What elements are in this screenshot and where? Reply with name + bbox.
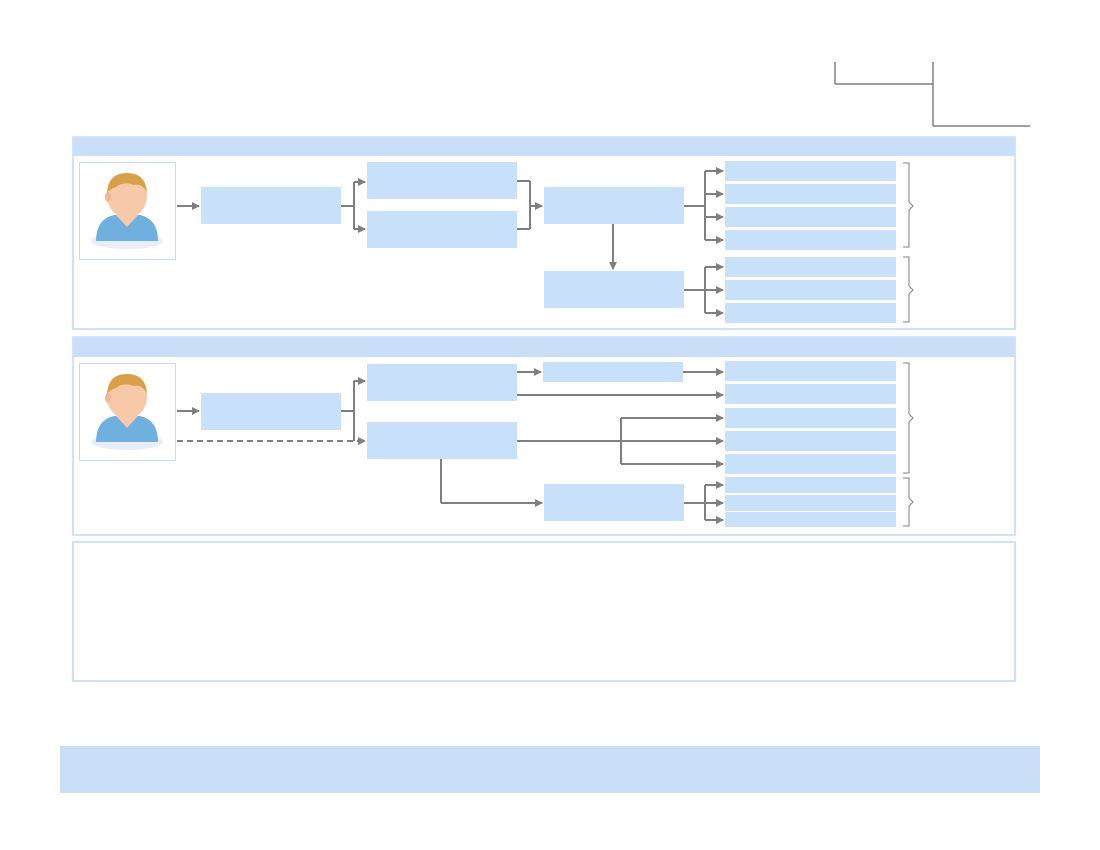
lane2-output-b-1[interactable]	[725, 477, 896, 493]
lane1-output-b-3[interactable]	[725, 303, 896, 323]
lane2-branch-top-box[interactable]	[367, 364, 517, 401]
lane1-merge-box[interactable]	[544, 187, 684, 224]
user-avatar-icon	[91, 374, 163, 450]
lane1-entry-box[interactable]	[201, 187, 341, 224]
lane2-branch-bottom-box[interactable]	[367, 422, 517, 459]
lane1-output-b-2[interactable]	[725, 280, 896, 300]
lane1-output-a-3[interactable]	[725, 207, 896, 227]
lane2-output-b-2[interactable]	[725, 495, 896, 511]
lane1-branch-top-box[interactable]	[367, 162, 517, 199]
lane1-output-a-1[interactable]	[725, 161, 896, 181]
lane1-output-a-4[interactable]	[725, 230, 896, 250]
lane1-branch-bottom-box[interactable]	[367, 211, 517, 248]
lane1-sub-box[interactable]	[544, 271, 684, 308]
lane2-branch-top-next-box[interactable]	[543, 362, 683, 382]
lane2-output-a-3[interactable]	[725, 408, 896, 428]
notes-panel	[72, 541, 1016, 682]
lane2-sub-box[interactable]	[544, 484, 684, 521]
lane1-output-a-2[interactable]	[725, 184, 896, 204]
lane1-avatar-frame	[79, 162, 176, 260]
lane2-output-a-4[interactable]	[725, 431, 896, 451]
lane1-panel	[72, 136, 1016, 330]
footer-bar	[60, 746, 1040, 793]
lane2-output-a-1[interactable]	[725, 361, 896, 381]
lane2-output-b-3[interactable]	[725, 512, 896, 527]
lane2-output-a-2[interactable]	[725, 384, 896, 404]
lane1-output-b-1[interactable]	[725, 257, 896, 277]
lane1-header	[72, 136, 1016, 156]
lane2-panel	[72, 336, 1016, 536]
user-avatar-icon	[91, 173, 163, 249]
lane2-entry-box[interactable]	[201, 393, 341, 430]
lane2-header	[72, 336, 1016, 357]
lane2-avatar-frame	[79, 363, 176, 461]
lane2-output-a-5[interactable]	[725, 454, 896, 474]
